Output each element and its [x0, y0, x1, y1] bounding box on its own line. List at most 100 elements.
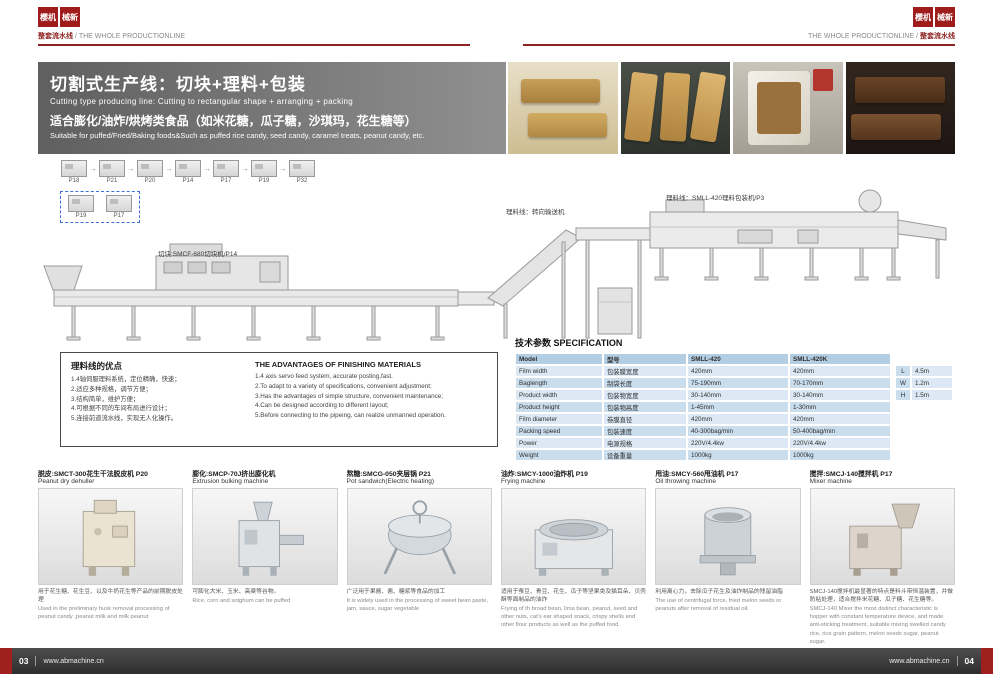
flow-step-label: P18: [68, 178, 80, 184]
machine-subtitle: Pot sandwich(Electric heating): [346, 478, 435, 485]
spec-cell: 包装物宽度: [603, 389, 687, 401]
brand-logo-square-icon: 樱机: [38, 7, 58, 27]
spec-cell: 1-30mm: [789, 401, 891, 413]
title-banner: 切割式生产线：切块+理料+包装 Cutting type producing l…: [38, 62, 506, 154]
diagram-label-packer: 理料线：SMLL-420理料包装机/P3: [666, 195, 765, 202]
table-row: Power 电源规格 220V/4.4kw 220V/4.4kw: [515, 437, 957, 449]
machine-icon: [106, 195, 132, 212]
machine-photo-mixer: [809, 488, 955, 585]
machine-photo-jacketed-pot: [346, 488, 492, 585]
footer-right: www.abmachine.cn 04: [889, 648, 993, 674]
process-flow-row-1: P18 P21 P20 P14 P17 P19 P32: [60, 160, 316, 184]
machine-card-fryer: 油炸:SMCY-1000油炸机 P19 Frying machine 适用于蚕豆…: [500, 468, 647, 646]
machine-desc-en: The use of centrifugal force, fried melo…: [655, 598, 782, 613]
advantages-box: 理料线的优点 1.4轴伺服理料系统，定位精确，快速； 2.适应多种规格，调节方便…: [60, 352, 498, 447]
advantage-item: 3.结构简单，维护方便；: [71, 395, 140, 403]
flow-arrow-icon: [279, 164, 287, 173]
spec-cell: 220V/4.4kw: [789, 437, 891, 449]
flow-arrow-icon: [165, 164, 173, 173]
footer-divider: [35, 656, 37, 666]
spec-cell: Baglength: [515, 377, 603, 389]
table-row: Product height 包装物高度 1-45mm 1-30mm: [515, 401, 957, 413]
diagram-label-conveyor: 理料线：转向输送机: [506, 209, 565, 216]
flow-step-label: P17: [113, 213, 125, 219]
process-flow-row-2: P19 P17: [60, 191, 316, 223]
website-link[interactable]: www.abmachine.cn: [43, 657, 104, 665]
spec-cell: 420mm: [789, 413, 891, 425]
flow-arrow-icon: [241, 164, 249, 173]
spec-cell: 420mm: [687, 413, 789, 425]
candy-bar-shape: [527, 112, 607, 138]
spec-cell: Product width: [515, 389, 603, 401]
machine-title: 搅拌:SMCJ-140搅拌机 P17: [809, 471, 893, 478]
spec-cell: Weight: [515, 449, 603, 461]
machine-title: 甩油:SMCY-560甩油机 P17: [655, 471, 739, 478]
flow-step-label: P19: [258, 178, 270, 184]
spec-title: 技术参数 SPECIFICATION: [515, 338, 623, 348]
spec-cell: 420mm: [687, 365, 789, 377]
spec-cell: 包装膜宽度: [603, 365, 687, 377]
machine-card-extruder: 膨化:SMCP-70J挤出膨化机 Extrusion bulking machi…: [192, 468, 338, 646]
machine-subtitle: Extrusion bulking machine: [192, 478, 269, 485]
spec-cell: 220V/4.4kw: [687, 437, 789, 449]
machine-icon: [289, 160, 315, 177]
production-line-drawing: [43, 189, 947, 341]
dim-value: 4.5m: [911, 365, 953, 377]
dim-value: 1.2m: [911, 377, 953, 389]
machine-subtitle: Peanut dry dehuller: [38, 478, 95, 485]
machine-desc-cn: 用于花生糖、花生豆、以及牛奶花生等产品的前期脱皮处理: [38, 589, 183, 604]
machine-photo-dehuller: [38, 488, 184, 585]
spec-cell: 1000kg: [789, 449, 891, 461]
flow-arrow-icon: [203, 164, 211, 173]
product-photo-chocolate-bars: [845, 62, 955, 154]
product-photo-packaged-bar: [733, 62, 843, 154]
advantages-cn-column: 理料线的优点 1.4轴伺服理料系统，定位精确，快速； 2.适应多种规格，调节方便…: [71, 360, 241, 439]
machine-title: 油炸:SMCY-1000油炸机 P19: [500, 471, 588, 478]
flow-arrow-icon: [127, 164, 135, 173]
flow-step-label: P20: [144, 178, 156, 184]
spec-cell: Film diameter: [515, 413, 603, 425]
caption-cn: 整套流水线: [920, 33, 955, 40]
spec-section: 技术参数 SPECIFICATION Model 型号 SMLL-420 SML…: [515, 336, 957, 461]
advantages-title-cn: 理料线的优点: [71, 361, 123, 371]
dim-label: W: [895, 377, 911, 389]
spec-cell: 1000kg: [687, 449, 789, 461]
flow-selection-box: P19 P17: [60, 191, 140, 223]
footer-accent-right: [981, 648, 993, 674]
machine-desc-cn: 适用于蚕豆、青豆、花生、瓜子等坚果类及猫耳朵、贝壳酥等面制品的油炸: [500, 589, 646, 604]
page-number-left: 03: [19, 656, 29, 666]
candy-bar-shape: [855, 76, 946, 104]
spec-cell: 75-190mm: [687, 377, 789, 389]
footer-divider: [956, 656, 958, 666]
page-footer: 03 www.abmachine.cn www.abmachine.cn 04: [0, 648, 993, 674]
machine-icon: [99, 160, 125, 177]
spec-cell: 电源规格: [603, 437, 687, 449]
spec-table: Model 型号 SMLL-420 SMLL-420K Film width 包…: [515, 353, 957, 461]
spec-cell: 30-140mm: [687, 389, 789, 401]
machine-subtitle: Frying machine: [500, 478, 546, 485]
website-link[interactable]: www.abmachine.cn: [889, 657, 950, 665]
spec-cell: 30-140mm: [789, 389, 891, 401]
table-row: Film diameter 卷膜直径 420mm 420mm: [515, 413, 957, 425]
machine-card-mixer: 搅拌:SMCJ-140搅拌机 P17 Mixer machine SMCJ-14…: [809, 468, 955, 646]
table-row: W 1.2m: [895, 377, 953, 389]
spec-cell: 70-170mm: [789, 377, 891, 389]
page-subtitle-en: Suitable for puffed/Fried/Baking foods&S…: [50, 131, 425, 140]
machine-photo-oil-thrower: [655, 488, 801, 585]
machine-title: 熬糖:SMCG-050夹层锅 P21: [346, 471, 431, 478]
brand-logo-square-icon: 械新: [60, 7, 80, 27]
spec-cell: Product height: [515, 401, 603, 413]
machine-icon: [213, 160, 239, 177]
machine-desc-en: It is widely used in the processing of s…: [346, 598, 489, 613]
machine-desc-cn: 可膨化大米、玉米、高粱等谷物。: [192, 589, 280, 595]
flow-step-label: P32: [296, 178, 308, 184]
table-row: H 1.5m: [895, 389, 953, 401]
machine-photo-fryer: [500, 488, 647, 585]
machine-title: 膨化:SMCP-70J挤出膨化机: [192, 471, 276, 478]
page-title-en: Cutting type producing line: Cutting to …: [50, 97, 353, 106]
page-title-cn: 切割式生产线：切块+理料+包装: [50, 75, 306, 94]
dim-value: 1.5m: [911, 389, 953, 401]
machine-card-jacketed-pot: 熬糖:SMCG-050夹层锅 P21 Pot sandwich(Electric…: [346, 468, 492, 646]
brand-logo-square-icon: 械新: [935, 7, 955, 27]
